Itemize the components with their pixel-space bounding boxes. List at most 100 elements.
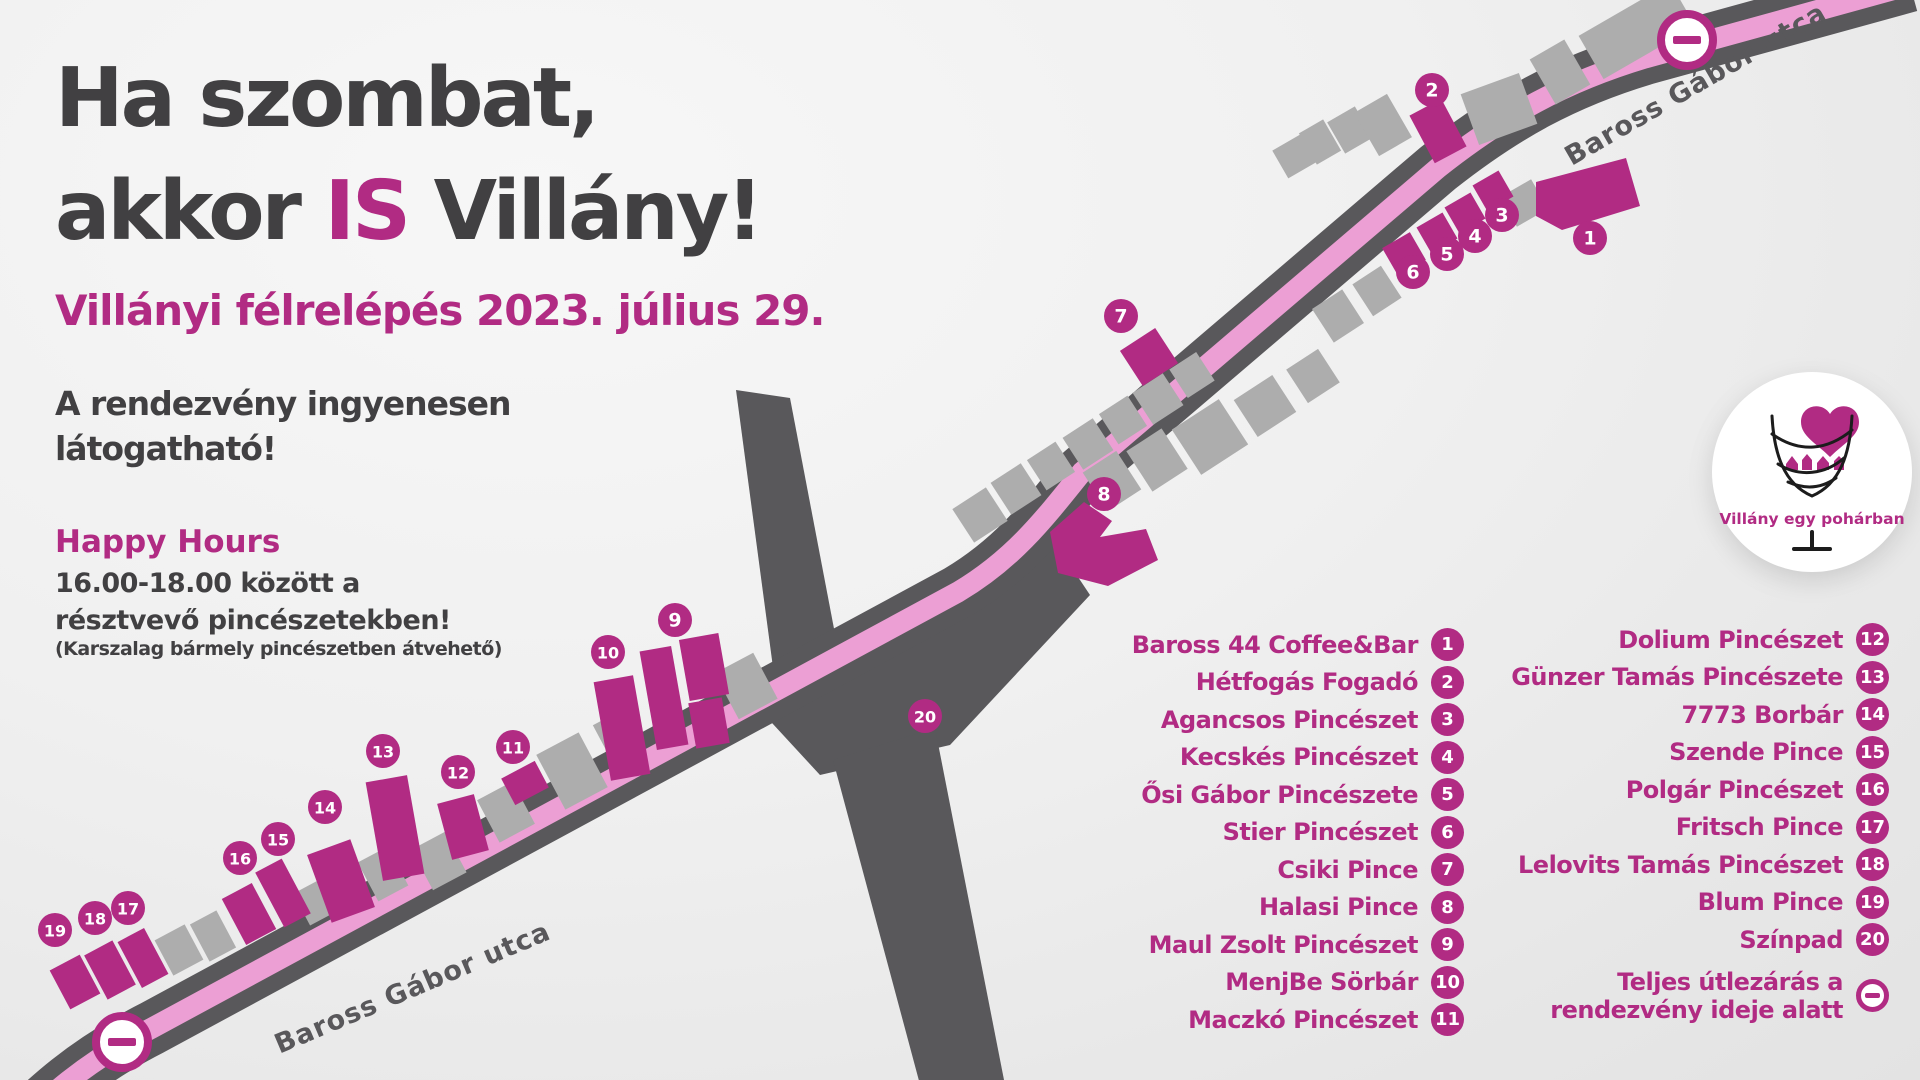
svg-text:15: 15 (267, 831, 289, 850)
legend-item-5: Ősi Gábor Pincészete 5 (1132, 776, 1464, 814)
map-badge-6: 6 (1396, 255, 1430, 289)
svg-text:20: 20 (914, 708, 936, 727)
map-badge-13: 13 (366, 734, 400, 768)
legend-item-19: Blum Pince 19 (1511, 884, 1889, 922)
no-entry-icon (1856, 979, 1889, 1012)
no-entry-sign-southwest (92, 1012, 152, 1072)
svg-text:16: 16 (229, 850, 251, 869)
legend-label: Günzer Tamás Pincészete (1511, 663, 1843, 692)
legend-label: Csiki Pince (1277, 855, 1418, 884)
svg-text:18: 18 (84, 910, 106, 929)
happy-hours-details: 16.00-18.00 között a résztvevő pincészet… (55, 568, 451, 636)
glass-stem (1792, 530, 1832, 551)
legend-label: Hétfogás Fogadó (1195, 668, 1419, 697)
map-badge-10: 10 (591, 635, 625, 669)
map-badge-4: 4 (1458, 219, 1492, 253)
gray-buildings (154, 0, 1696, 976)
svg-text:12: 12 (447, 764, 469, 783)
event-subtitle: Villányi félrelépés 2023. július 29. (55, 286, 825, 335)
legend-number-badge: 20 (1856, 923, 1889, 957)
legend-number-badge: 12 (1856, 623, 1889, 657)
svg-text:6: 6 (1406, 262, 1419, 284)
legend-number-badge: 13 (1856, 660, 1889, 694)
legend-label: Polgár Pincészet (1625, 775, 1844, 804)
legend-label: Fritsch Pince (1675, 813, 1844, 842)
legend-item-road-closure: Teljes útlezárás a rendezvény ideje alat… (1511, 968, 1889, 1024)
legend-number-badge: 7 (1431, 853, 1464, 887)
villany-egy-poharban-logo: Villány egy pohárban (1712, 372, 1912, 572)
legend-label: MenjBe Sörbár (1225, 968, 1418, 997)
map-badge-5: 5 (1430, 237, 1464, 271)
svg-text:8: 8 (1097, 484, 1110, 506)
legend-number-badge: 1 (1431, 628, 1464, 662)
map-badge-8: 8 (1087, 477, 1121, 511)
legend-number-badge: 5 (1431, 778, 1464, 812)
legend-item-20: Színpad 20 (1511, 921, 1889, 959)
map-badge-18: 18 (78, 901, 112, 935)
map-badge-14: 14 (308, 790, 342, 824)
map-badge-16: 16 (223, 841, 257, 875)
map-badge-17: 17 (111, 891, 145, 925)
legend-number-badge: 14 (1856, 698, 1889, 732)
poster-title: Ha szombat, akkor IS Villány! (55, 42, 764, 268)
legend-number-badge: 9 (1431, 928, 1464, 962)
legend-number-badge: 10 (1431, 965, 1464, 999)
svg-text:19: 19 (44, 922, 66, 941)
legend-column-2: Dolium Pincészet 12 Günzer Tamás Pincésze… (1511, 621, 1889, 1024)
svg-text:11: 11 (502, 739, 524, 758)
legend-label: Halasi Pince (1259, 893, 1418, 922)
wristband-note: (Karszalag bármely pincészetben átvehető… (55, 638, 503, 660)
poster-title-line1: Ha szombat, (55, 51, 600, 146)
side-road-south (833, 728, 1005, 1080)
free-entry-note: A rendezvény ingyenesen látogatható! (55, 384, 511, 468)
map-badge-1: 1 (1573, 221, 1607, 255)
legend-label: Színpad (1739, 925, 1843, 954)
legend-label: Ősi Gábor Pincészete (1141, 780, 1418, 809)
legend-number-badge: 19 (1856, 885, 1889, 919)
poster-title-line2: akkor IS Villány! (55, 164, 764, 259)
map-badge-20: 20 (908, 699, 942, 733)
legend-label: Dolium Pincészet (1618, 625, 1843, 654)
legend-item-12: Dolium Pincészet 12 (1511, 621, 1889, 659)
svg-text:2: 2 (1425, 80, 1438, 102)
no-entry-sign-northeast (1657, 10, 1717, 70)
legend-number-badge: 16 (1856, 773, 1889, 807)
map-badge-15: 15 (261, 822, 295, 856)
legend-number-badge: 11 (1431, 1003, 1464, 1037)
svg-text:5: 5 (1440, 244, 1453, 266)
legend-item-7: Csiki Pince 7 (1132, 851, 1464, 889)
legend-label: Blum Pince (1697, 888, 1844, 917)
svg-text:10: 10 (597, 644, 619, 663)
legend-number-badge: 18 (1856, 848, 1889, 882)
map-badge-9: 9 (658, 603, 692, 637)
legend-item-1: Baross 44 Coffee&Bar 1 (1132, 626, 1464, 664)
legend-item-14: 7773 Borbár 14 (1511, 696, 1889, 734)
legend-item-10: MenjBe Sörbár 10 (1132, 964, 1464, 1002)
junction-plaza (760, 538, 1090, 775)
legend-label: Baross 44 Coffee&Bar (1131, 630, 1419, 659)
title-accent-word: IS (324, 164, 412, 259)
legend-number-badge: 6 (1431, 815, 1464, 849)
svg-text:1: 1 (1583, 228, 1596, 250)
wine-glass-icon (1770, 414, 1854, 498)
legend-number-badge: 3 (1431, 703, 1464, 737)
svg-text:14: 14 (314, 799, 336, 818)
svg-text:7: 7 (1114, 306, 1127, 328)
heart-icon (1801, 406, 1859, 457)
legend-item-13: Günzer Tamás Pincészete 13 (1511, 659, 1889, 697)
map-badge-12: 12 (441, 755, 475, 789)
map-badge-19: 19 (38, 913, 72, 947)
legend-label: 7773 Borbár (1681, 700, 1844, 729)
svg-text:4: 4 (1468, 226, 1481, 248)
legend-item-2: Hétfogás Fogadó 2 (1132, 664, 1464, 702)
wine-glass-logo-art: Villány egy pohárban (1719, 406, 1905, 551)
legend-number-badge: 2 (1431, 665, 1464, 699)
